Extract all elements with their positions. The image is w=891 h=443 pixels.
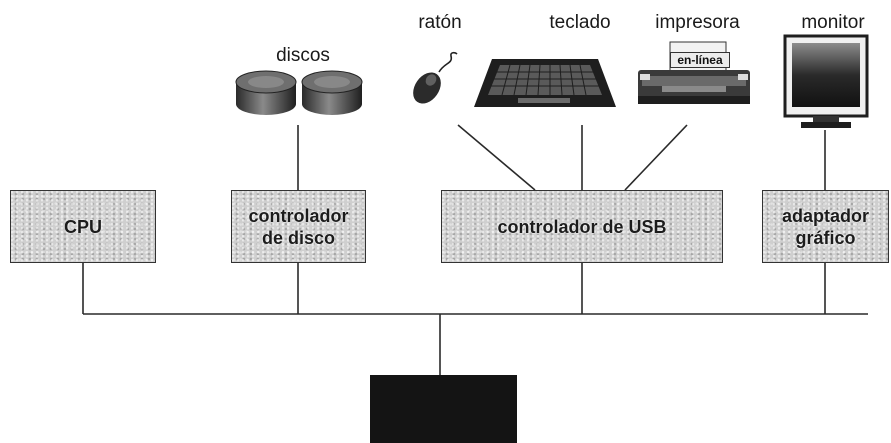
mouse-icon: [413, 51, 458, 104]
cpu-box: CPU: [10, 190, 156, 263]
disk-controller-box: controlador de disco: [231, 190, 366, 263]
mouse-link: [457, 124, 536, 191]
usb-controller-label: controlador de USB: [497, 216, 667, 237]
disk-controller-label-line1: controlador: [248, 205, 349, 226]
disk-controller-label-line2: de disco: [261, 227, 336, 248]
disk-left-icon: [235, 70, 297, 115]
memory-label: [370, 375, 517, 399]
graphics-adapter-box: adaptador gráfico: [762, 190, 889, 263]
printer-paper-text: en-línea: [670, 52, 730, 68]
memory-block: [370, 375, 517, 443]
monitor-icon: [783, 34, 869, 128]
graphics-adapter-label-line1: adaptador: [781, 205, 869, 226]
printer-icon: [638, 41, 750, 104]
keyboard-icon: [474, 59, 616, 107]
disk-right-icon: [301, 70, 363, 115]
usb-controller-box: controlador de USB: [441, 190, 723, 263]
keyboard-label: teclado: [549, 12, 611, 33]
printer-label: impresora: [655, 12, 740, 33]
printer-link: [624, 124, 688, 191]
disks-icon: [235, 70, 363, 115]
graphics-adapter-label-line2: gráfico: [795, 227, 856, 248]
disks-label: discos: [276, 45, 330, 66]
monitor-label: monitor: [801, 12, 865, 33]
mouse-label: ratón: [418, 12, 462, 33]
cpu-label: CPU: [63, 216, 102, 237]
